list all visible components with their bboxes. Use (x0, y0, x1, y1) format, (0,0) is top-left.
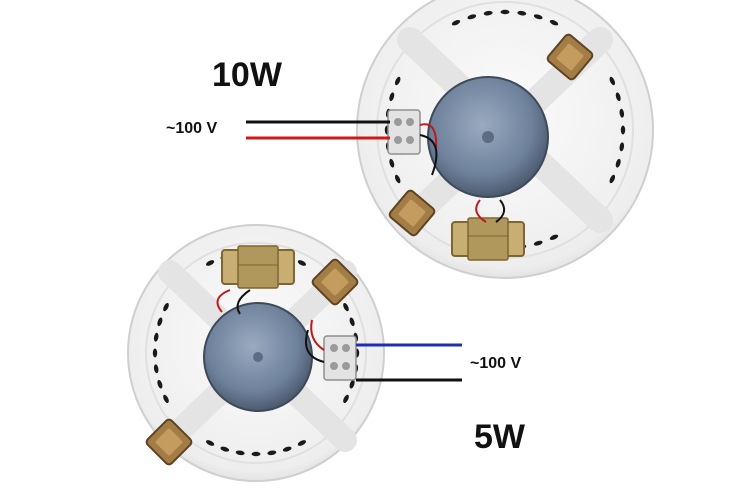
vent-slot (153, 364, 159, 374)
vent-slot (153, 332, 159, 342)
speaker-5w-magnet-center (253, 352, 263, 362)
vent-slot (500, 9, 510, 15)
speaker-10w (246, 0, 654, 279)
vent-slot (297, 440, 307, 446)
vent-slot (394, 174, 401, 184)
vent-slot (205, 260, 215, 266)
vent-slot (483, 10, 493, 16)
vent-slot (349, 379, 355, 389)
speaker-10w-clip-bottom-left (388, 189, 436, 237)
vent-slot (343, 394, 349, 404)
vent-slot (163, 394, 169, 404)
vent-slot (549, 234, 559, 241)
vent-slot (251, 451, 261, 457)
speaker-5w-internal-wires (216, 289, 325, 363)
vent-slot (157, 317, 163, 327)
speaker-5w-inner-ring (145, 242, 367, 464)
vent-slot (282, 446, 292, 452)
vent-slot (533, 14, 543, 20)
power-label-5w: 5W (474, 418, 525, 456)
vent-slot (451, 19, 461, 26)
voltage-label-5w: ~100 V (470, 355, 522, 372)
vent-slot (549, 19, 559, 26)
vent-slot (152, 348, 158, 358)
vent-slot (163, 302, 169, 312)
speaker-10w-transformer (451, 217, 525, 261)
vent-slot (389, 158, 395, 168)
vent-slot (157, 379, 163, 389)
speaker-10w-vent-slots (384, 9, 626, 251)
vent-slot (609, 174, 616, 184)
speaker-5w-terminal-block (323, 335, 357, 381)
vent-slot (267, 450, 277, 456)
vent-slot (343, 302, 349, 312)
speaker-10w-terminal-block (387, 109, 421, 155)
vent-slot (235, 450, 245, 456)
vent-slot (615, 158, 621, 168)
vent-slot (609, 76, 616, 86)
speaker-5w-transformer (221, 245, 295, 289)
speaker-5w-clip-top-right (311, 258, 359, 306)
vent-slot (467, 14, 477, 20)
voltage-label-10w: ~100 V (166, 120, 218, 137)
speaker-5w (127, 224, 462, 482)
power-label-10w: 10W (212, 56, 282, 94)
vent-slot (394, 76, 401, 86)
speaker-10w-clip-top-right (546, 33, 594, 81)
vent-slot (220, 446, 230, 452)
vent-slot (533, 240, 543, 246)
vent-slot (349, 317, 355, 327)
vent-slot (517, 10, 527, 16)
vent-slot (389, 92, 395, 102)
vent-slot (205, 440, 215, 446)
vent-slot (619, 108, 625, 118)
vent-slot (619, 142, 625, 152)
vent-slot (297, 260, 307, 266)
speaker-10w-magnet-center (482, 131, 494, 143)
speaker-10w-internal-wires (419, 123, 506, 223)
speaker-5w-clip-bottom-left (145, 418, 193, 466)
vent-slot (615, 92, 621, 102)
vent-slot (620, 125, 626, 135)
